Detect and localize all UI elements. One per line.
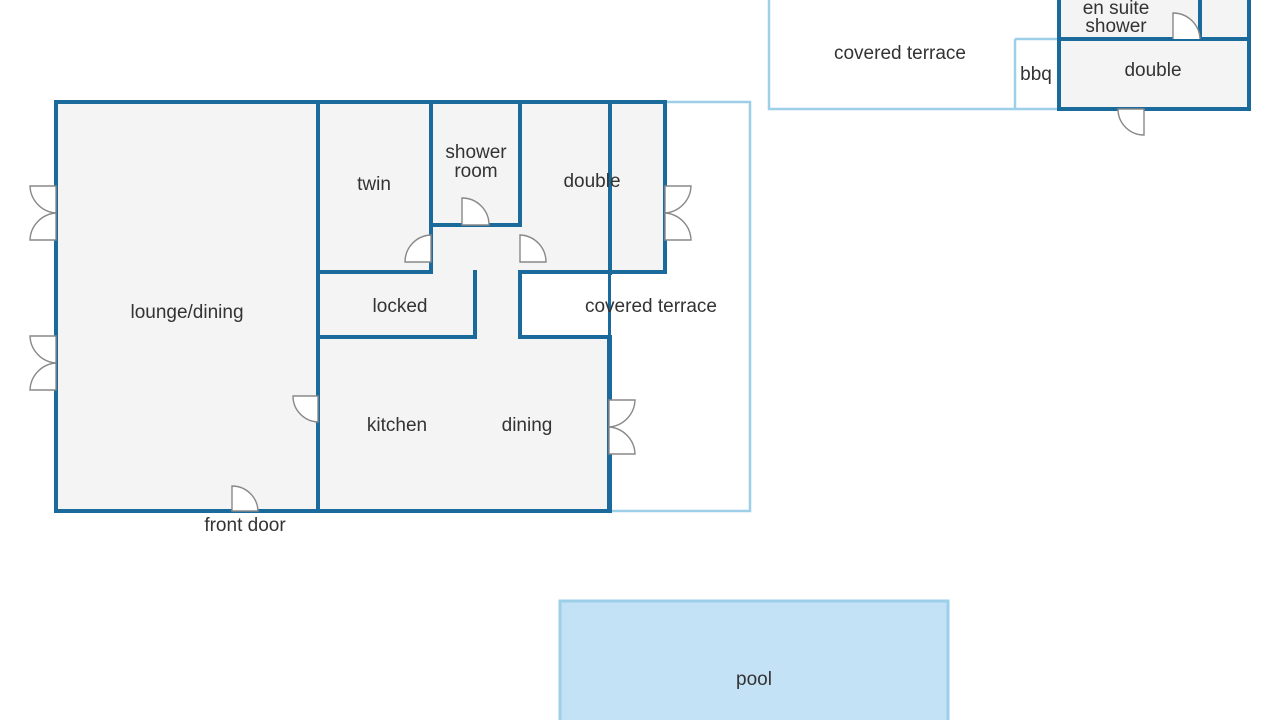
room-label-en-suite-line1: en suite [1083, 0, 1150, 19]
room-label-double-annex: double [1124, 60, 1181, 81]
covered-terrace-annex-outline [767, 0, 1061, 111]
annex-walls [1057, 0, 1251, 111]
terrace-open-side-cover [611, 275, 617, 335]
room-label-shower-room-line2: room [454, 161, 497, 182]
door-swings-main [29, 185, 692, 512]
room-label-dining: dining [502, 415, 553, 436]
main-house-fills [56, 102, 665, 511]
room-label-kitchen: kitchen [367, 415, 427, 436]
label-front-door: front door [204, 515, 286, 536]
room-label-shower-room-line1: shower [445, 142, 507, 163]
room-label-covered-terrace-main: covered terrace [585, 296, 717, 317]
room-label-covered-terrace-annex: covered terrace [834, 43, 966, 64]
annex-fills [1059, 0, 1249, 109]
room-label-bbq: bbq [1020, 64, 1052, 85]
room-label-lounge-dining: lounge/dining [130, 302, 243, 323]
pool-shape [558, 599, 950, 720]
room-label-twin: twin [357, 174, 391, 195]
room-label-locked: locked [373, 296, 428, 317]
room-label-double-main: double [563, 171, 620, 192]
door-swings-annex [1117, 12, 1201, 136]
room-label-en-suite-line2: shower [1085, 16, 1147, 37]
label-pool: pool [736, 669, 772, 690]
